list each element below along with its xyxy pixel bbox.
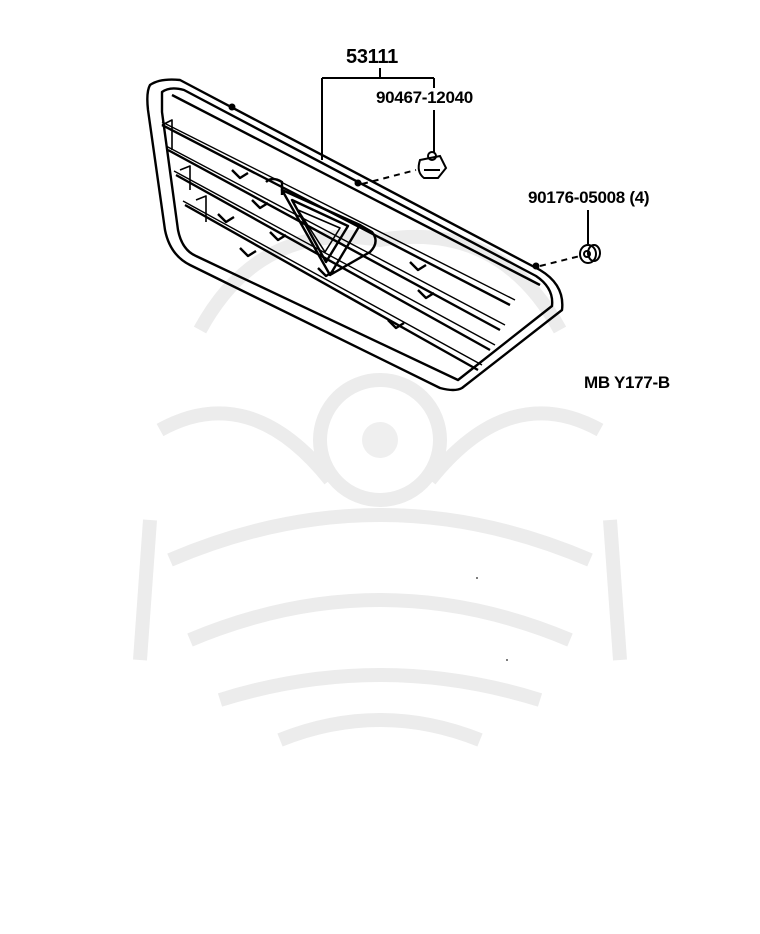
part-label-clip: 90467-12040 [376, 88, 473, 107]
part-label-53111: 53111 [346, 46, 398, 68]
diagram-reference-code: MB Y177-B [584, 373, 670, 392]
part-label-nut: 90176-05008 (4) [528, 188, 650, 207]
